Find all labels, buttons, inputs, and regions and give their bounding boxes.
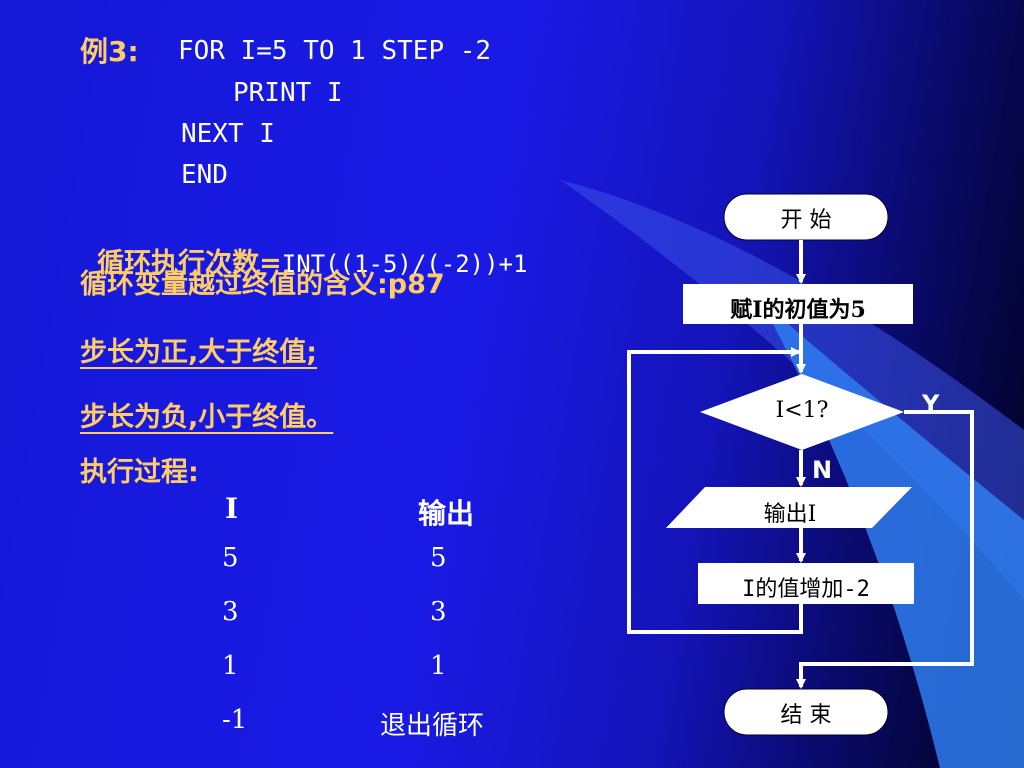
process-label: 执行过程: [80, 457, 199, 488]
table-row-3-i: 1 [222, 651, 239, 681]
table-row-4-i: -1 [222, 705, 248, 735]
output-parallelogram [666, 487, 912, 528]
init-process-box [683, 284, 913, 324]
increment-process-box [698, 563, 914, 604]
loop-count-formula: INT((1-5)/(-2))+1 [281, 250, 528, 278]
table-row-1-i: 5 [222, 543, 239, 573]
loop-count-label: 循环执行次数= [97, 248, 282, 279]
start-label: 开 始 [780, 208, 832, 233]
end-terminal [723, 688, 889, 736]
yes-exit-line [796, 410, 974, 689]
code-line-next: NEXT I [181, 119, 275, 149]
increment-label: I的值增加-2 [742, 577, 870, 602]
code-line-print: PRINT I [233, 78, 343, 108]
table-row-4-output: 退出循环 [380, 711, 485, 741]
condition-label: I<1? [775, 398, 829, 423]
start-terminal [723, 193, 889, 241]
condition-diamond [700, 374, 904, 450]
output-label: 输出I [763, 502, 817, 527]
code-line-end: END [181, 160, 228, 190]
loop-back-line [627, 347, 803, 634]
example-label: 例3: [80, 35, 139, 68]
table-row-3-output: 1 [430, 651, 447, 681]
negative-step-line: 步长为负,小于终值。 [80, 402, 334, 433]
code-line-for: FOR I=5 TO 1 STEP -2 [178, 36, 492, 66]
no-branch-label: N [812, 456, 833, 484]
end-label: 结 束 [780, 703, 832, 728]
table-row-1-output: 5 [430, 543, 447, 573]
table-row-2-i: 3 [222, 597, 239, 627]
init-label: 赋I的初值为5 [730, 297, 866, 323]
table-header-i: I [225, 492, 239, 525]
table-header-output: 输出 [418, 497, 475, 530]
loop-count-line: 循环执行次数=INT((1-5)/(-2))+1 [80, 210, 527, 280]
positive-step-line: 步长为正,大于终值; [80, 337, 318, 368]
table-row-2-output: 3 [430, 597, 447, 627]
meaning-line: 循环变量越过终值的含义:p87 [80, 269, 445, 300]
yes-branch-label: Y [922, 390, 940, 418]
